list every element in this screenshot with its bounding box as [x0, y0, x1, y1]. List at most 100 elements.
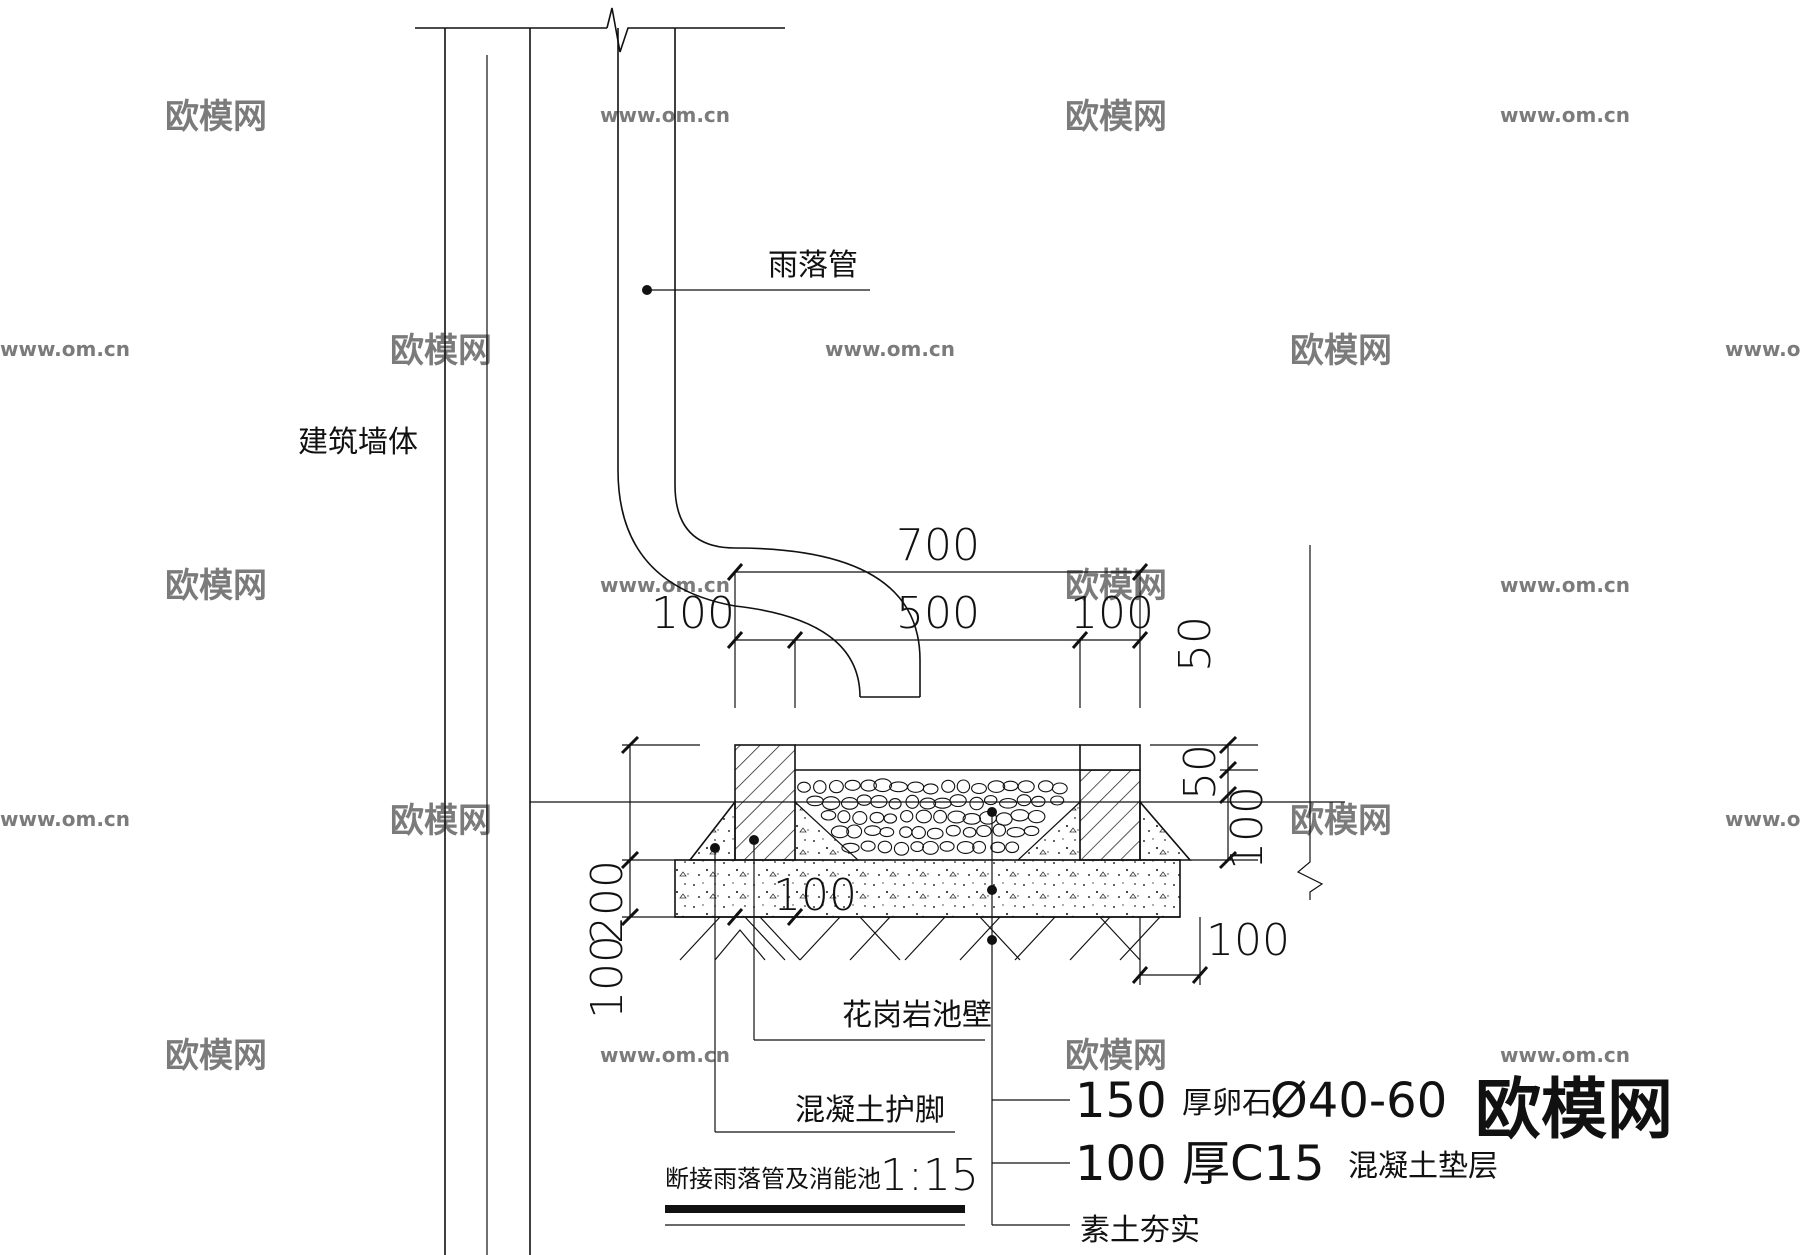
- watermark-brand: 欧模网: [1290, 331, 1392, 371]
- watermark-logo: 欧模网: [1475, 1071, 1673, 1148]
- watermark-brand: 欧模网: [1065, 1036, 1167, 1076]
- dimension-sub-widths: 100 500 100 50: [651, 572, 1221, 708]
- watermark-brand: 欧模网: [165, 1036, 267, 1076]
- watermark-url: www.om.cn: [1725, 337, 1800, 361]
- pebble: [905, 794, 920, 809]
- svg-text:150: 150: [1075, 1073, 1167, 1129]
- dim-left-100: 100: [651, 588, 735, 639]
- pebble: [846, 824, 863, 839]
- pebble: [844, 779, 861, 791]
- pebble: [820, 810, 837, 821]
- granite-wall-right-top: [1079, 744, 1141, 771]
- label-rain-pipe: 雨落管: [768, 248, 858, 283]
- watermark-brand: 欧模网: [390, 801, 492, 841]
- drawing-scale: 1:15: [880, 1150, 979, 1201]
- watermark-brand: 欧模网: [1065, 97, 1167, 137]
- watermark-url: www.om.cn: [825, 337, 955, 361]
- drawing-title: 断接雨落管及消能池: [665, 1165, 881, 1193]
- watermark-layer: 欧模网 www.om.cn 欧模网 www.om.cn www.om.cn 欧模…: [0, 97, 1800, 1076]
- label-compacted-soil: 素土夯实: [1080, 1213, 1200, 1248]
- pebble: [926, 827, 944, 840]
- watermark-url: www.om.cn: [1725, 807, 1800, 831]
- dim-500: 500: [896, 588, 980, 639]
- pebble: [830, 825, 850, 839]
- watermark-brand: 欧模网: [165, 566, 267, 606]
- pebble: [864, 825, 882, 836]
- break-line: [1296, 545, 1324, 900]
- svg-text:Ø40-60: Ø40-60: [1270, 1073, 1447, 1129]
- pebble: [1037, 780, 1054, 793]
- label-concrete-layer: 100 厚C15 混凝土垫层: [1075, 1136, 1498, 1192]
- dim-bottom-right-100: 100: [1206, 915, 1290, 966]
- pebble: [987, 780, 1006, 793]
- label-pebble-layer: 150 厚卵石 Ø40-60: [1075, 1073, 1447, 1129]
- leaders: [642, 285, 1070, 1226]
- pebble: [1016, 794, 1032, 807]
- pebble: [879, 827, 895, 838]
- concrete-base: [674, 859, 1181, 918]
- pebble: [992, 823, 1007, 837]
- pebble: [869, 811, 885, 824]
- pebble: [889, 781, 908, 793]
- pebble: [962, 826, 977, 838]
- dim-left-100-base: 100: [582, 935, 633, 1019]
- svg-text:混凝土垫层: 混凝土垫层: [1348, 1149, 1498, 1184]
- pebble: [1017, 780, 1035, 793]
- pebble: [939, 841, 955, 852]
- pebble: [840, 797, 859, 810]
- watermark-url: www.om.cn: [1500, 573, 1630, 597]
- watermark-brand: 欧模网: [165, 97, 267, 137]
- dimension-right-height: 50 100: [1150, 735, 1273, 870]
- pebble: [828, 779, 844, 794]
- pebble: [821, 796, 841, 811]
- title-block: 断接雨落管及消能池 1:15: [665, 1150, 979, 1226]
- pebble: [915, 809, 932, 824]
- watermark-url: www.om.cn: [0, 807, 130, 831]
- pebble: [870, 795, 888, 809]
- pebble: [1002, 780, 1019, 792]
- pebble: [877, 840, 893, 854]
- pebble: [995, 812, 1013, 826]
- pebble: [971, 782, 987, 795]
- pebble: [910, 841, 925, 853]
- pebble: [1050, 795, 1065, 806]
- pebble: [999, 797, 1018, 809]
- pebble: [933, 809, 948, 824]
- svg-text:厚卵石: 厚卵石: [1182, 1086, 1272, 1121]
- pebble: [919, 797, 937, 810]
- pebble: [911, 826, 926, 840]
- svg-text:厚C15: 厚C15: [1182, 1136, 1325, 1192]
- watermark-url: www.om.cn: [600, 103, 730, 127]
- pebble: [900, 809, 914, 823]
- pebble: [860, 779, 877, 792]
- concrete-toe-right: [1139, 799, 1192, 861]
- watermark-brand: 欧模网: [390, 331, 492, 371]
- pebble: [922, 783, 939, 795]
- pebble: [899, 826, 913, 838]
- pebble: [983, 795, 998, 806]
- pebble: [922, 840, 939, 855]
- dim-right-50: 50: [1175, 744, 1226, 800]
- pebble: [1051, 782, 1068, 795]
- dim-bottom-left-100: 100: [773, 870, 857, 921]
- watermark-url: www.om.cn: [600, 1043, 730, 1067]
- dimension-bottom: 100 100: [726, 870, 1290, 985]
- label-building-wall: 建筑墙体: [298, 425, 418, 460]
- building-wall: [415, 7, 785, 1255]
- pebble: [860, 840, 876, 852]
- pebble: [873, 778, 893, 793]
- pebble: [1031, 795, 1046, 808]
- compacted-soil: [675, 916, 1180, 961]
- pebble: [956, 841, 975, 854]
- pebble: [976, 824, 992, 838]
- dim-700: 700: [896, 520, 980, 571]
- granite-wall-left: [734, 744, 796, 861]
- pebble: [813, 780, 827, 794]
- watermark-url: www.om.cn: [1500, 103, 1630, 127]
- pebble: [969, 796, 984, 811]
- pebble: [883, 813, 898, 824]
- pebble: [933, 797, 952, 809]
- watermark-url: www.om.cn: [0, 337, 130, 361]
- pebble: [1023, 825, 1040, 837]
